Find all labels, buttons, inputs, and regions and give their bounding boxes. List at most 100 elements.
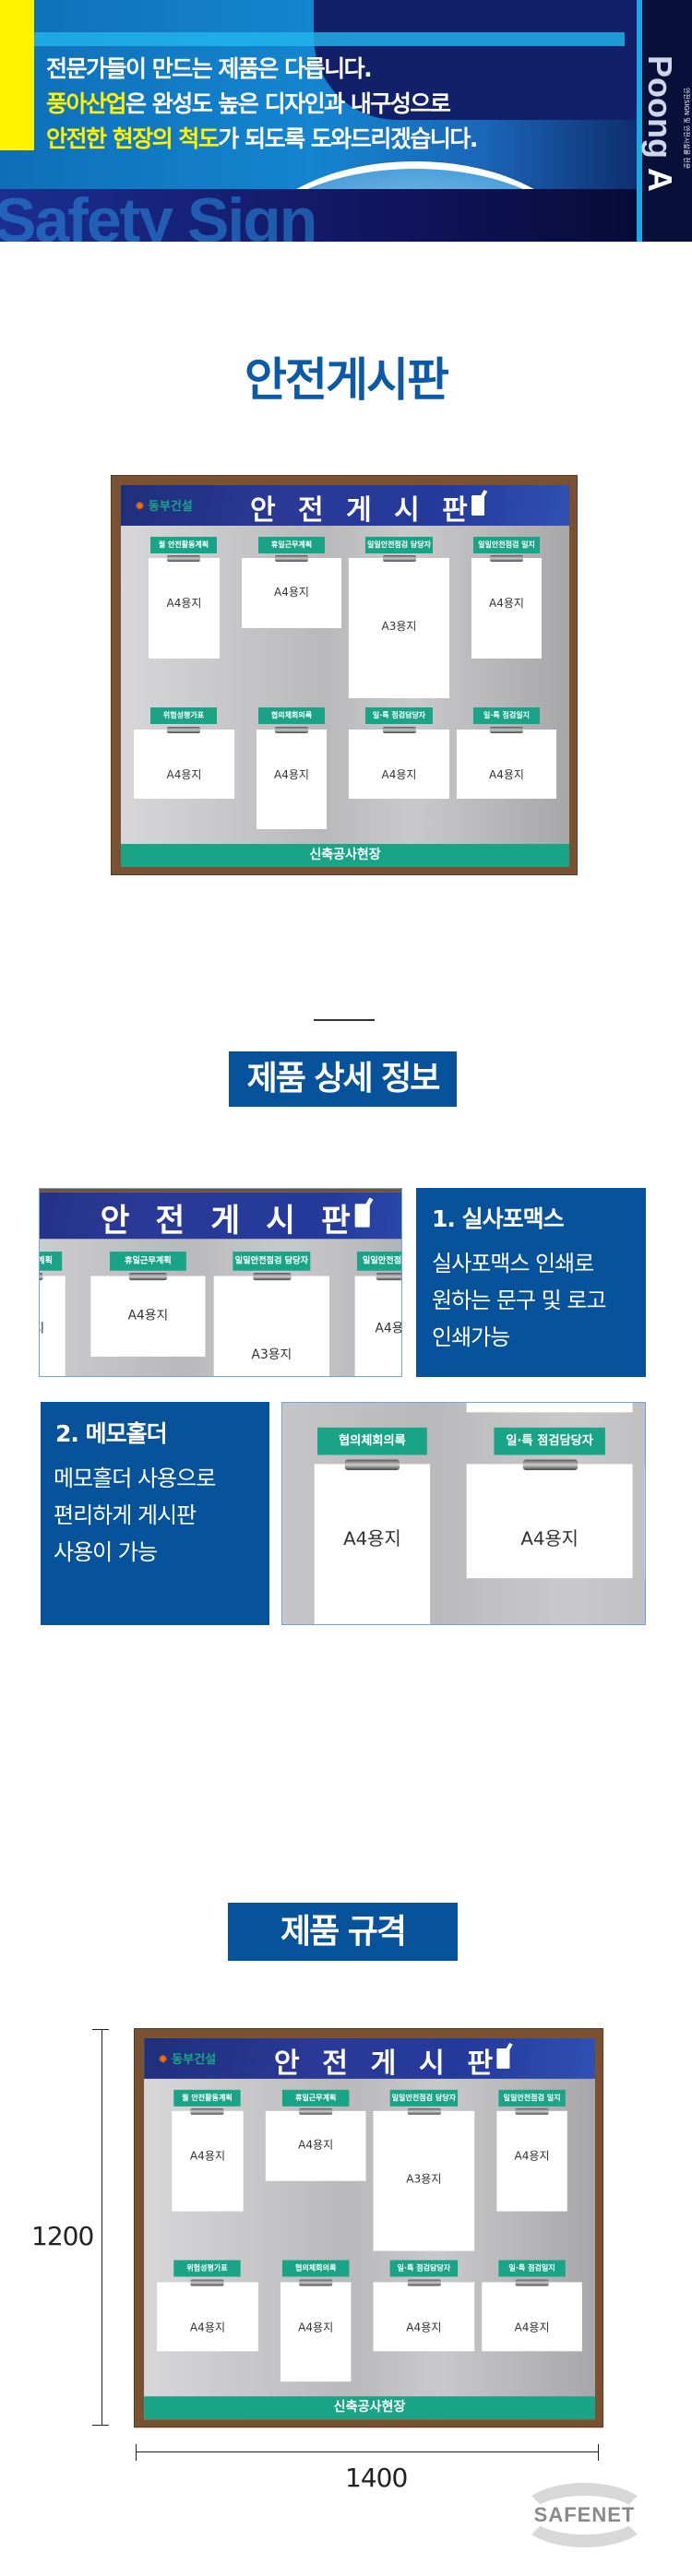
feature-line: 실사포맥스 인쇄로 bbox=[432, 1251, 594, 1276]
memo-clip-icon bbox=[515, 2279, 549, 2286]
paper-slot: A4용지 bbox=[257, 730, 327, 829]
memo-clip-icon bbox=[275, 727, 308, 733]
product-title: 안전게시판 bbox=[245, 353, 449, 407]
paper-slot: A4용지 bbox=[40, 1276, 66, 1376]
memo-clip-icon bbox=[190, 2107, 224, 2115]
board-title: 안 전 게 시 판 bbox=[250, 494, 471, 527]
paper-size-label: A4용지 bbox=[406, 2321, 442, 2334]
paper-size-label: A4용지 bbox=[514, 2149, 550, 2163]
slot-label: 월 안전활동계획 bbox=[173, 2089, 241, 2107]
paper-slot: A4용지 bbox=[496, 2110, 567, 2212]
feature-line: 원하는 문구 및 로고 bbox=[432, 1288, 607, 1313]
brand-letter: A bbox=[641, 168, 679, 192]
feature-print-box: 1. 실사포맥스 실사포맥스 인쇄로 원하는 문구 및 로고 인쇄가능 bbox=[416, 1188, 646, 1377]
paper-slot: A3용지 bbox=[373, 2110, 475, 2251]
paper-slot: A4용지 bbox=[265, 2110, 366, 2181]
paper-slot: A3용지 bbox=[349, 558, 449, 698]
paper-size-label: A4용지 bbox=[343, 1527, 401, 1549]
width-label: 1400 bbox=[345, 2463, 408, 2493]
paper-size-label: A3용지 bbox=[381, 620, 417, 633]
brand-logo: Poong A bbox=[641, 55, 679, 192]
slot-label: 휴일근무계획 bbox=[281, 2089, 350, 2107]
banner-highlight: 풍아산업 bbox=[46, 90, 127, 117]
slot-label: 일일안전점검 담당자 bbox=[389, 2089, 459, 2107]
memo-pen-icon bbox=[496, 2048, 510, 2069]
slot-label: 일일안전점검 담당자 bbox=[365, 537, 433, 553]
paper-slot: A4용지 bbox=[644, 1464, 646, 1579]
paper-size-label: A4용지 bbox=[189, 2321, 226, 2334]
memo-clip-icon bbox=[407, 2107, 441, 2115]
feature-line: 사용이 가능 bbox=[54, 1539, 158, 1565]
paper-size-label: A4용지 bbox=[274, 586, 309, 599]
height-dimension-line bbox=[101, 2029, 102, 2426]
safenet-logo: SAFENET bbox=[519, 2483, 650, 2547]
paper-slot: A3용지 bbox=[466, 1403, 633, 1413]
feature-line: 편리하게 게시판 bbox=[54, 1502, 197, 1528]
memo-clip-icon bbox=[376, 1273, 401, 1281]
brand-tagline: 안전SIGN 및 안전시설물 전문 bbox=[683, 88, 690, 170]
details-section-title: 제품 상세 정보 bbox=[229, 1051, 457, 1107]
banner-bg-text: Safety Sign bbox=[0, 185, 317, 242]
paper-size-label: A4용지 bbox=[127, 1308, 169, 1324]
paper-slot: A4용지 bbox=[157, 2282, 258, 2352]
banner-text: 은 완성도 높은 디자인과 내구성으로 bbox=[125, 90, 451, 117]
paper-size-label: A4용지 bbox=[274, 768, 309, 781]
top-banner: Safety Sign 전문가들이 만드는 제품은 다릅니다. 풍아산업은 완성… bbox=[0, 0, 692, 242]
memo-clip-icon bbox=[167, 555, 200, 562]
paper-slot: A4용지 bbox=[373, 2282, 475, 2352]
paper-size-label: A4용지 bbox=[375, 1320, 401, 1335]
paper-slot: A4용지 bbox=[482, 2282, 582, 2352]
paper-size-label: A4용지 bbox=[166, 768, 202, 781]
slot-label: 협의체회의록 bbox=[317, 1427, 427, 1455]
paper-size-label: A4용지 bbox=[489, 768, 524, 781]
company-name: 동부건설 bbox=[172, 2052, 217, 2067]
slot-label: 일·특 점검담당자 bbox=[389, 2260, 459, 2277]
paper-size-label: A3용지 bbox=[406, 2172, 442, 2186]
slot-label: 일·특 점검일지 bbox=[473, 707, 540, 724]
slot-label: 휴일근무계획 bbox=[258, 537, 325, 553]
paper-slot: A4용지 bbox=[457, 730, 556, 799]
paper-slot: A4용지 bbox=[149, 558, 220, 659]
company-name: 동부건설 bbox=[148, 500, 193, 514]
width-dimension-line bbox=[136, 2451, 599, 2452]
safenet-logo-text: SAFENET bbox=[533, 2503, 636, 2526]
paper-size-label: A4용지 bbox=[166, 597, 202, 610]
company-logo: ✹동부건설 bbox=[158, 2049, 216, 2067]
board-footer: 신축공사현장 bbox=[121, 844, 569, 867]
memo-clip-icon bbox=[40, 1273, 43, 1281]
paper-size-label: A4용지 bbox=[189, 2149, 226, 2163]
paper-size-label: A4용지 bbox=[298, 2321, 334, 2334]
banner-highlight: 안전한 현장의 척도 bbox=[46, 125, 220, 152]
memo-clip-icon bbox=[490, 555, 523, 562]
company-logo: ✹동부건설 bbox=[135, 496, 193, 514]
slot-label: 월 안전활동계획 bbox=[40, 1252, 63, 1271]
paper-slot: A4용지 bbox=[466, 1464, 633, 1579]
paper-slot: A4용지 bbox=[314, 1464, 431, 1624]
memo-clip-icon bbox=[299, 2279, 333, 2286]
memo-clip-icon bbox=[490, 727, 523, 733]
paper-slot: A4용지 bbox=[90, 1276, 206, 1357]
banner-text: 가 되도록 도와드리겠습니다. bbox=[218, 125, 478, 152]
feature-line: 인쇄가능 bbox=[432, 1324, 510, 1350]
slot-label: 일일안전점검 담당자 bbox=[233, 1252, 311, 1271]
height-label: 1200 bbox=[31, 2221, 94, 2251]
accent-bar bbox=[0, 0, 34, 150]
slot-label: 휴일근무계획 bbox=[110, 1252, 186, 1271]
dimension-tick bbox=[92, 2029, 109, 2030]
memo-clip-icon bbox=[299, 2107, 333, 2115]
sun-logo-icon: ✹ bbox=[135, 500, 145, 514]
paper-slot: A4용지 bbox=[354, 1276, 401, 1376]
paper-size-label: A4용지 bbox=[40, 1319, 66, 1337]
paper-size-label: A4용지 bbox=[645, 1525, 646, 1550]
memo-clip-icon bbox=[252, 1273, 292, 1281]
memo-pen-icon bbox=[471, 495, 484, 516]
feature-description: 메모홀더 사용으로 편리하게 게시판 사용이 가능 bbox=[54, 1460, 216, 1571]
memo-clip-icon bbox=[128, 1273, 168, 1281]
slot-label: 위험성평가표 bbox=[150, 707, 217, 724]
paper-size-label: A4용지 bbox=[520, 1527, 579, 1549]
